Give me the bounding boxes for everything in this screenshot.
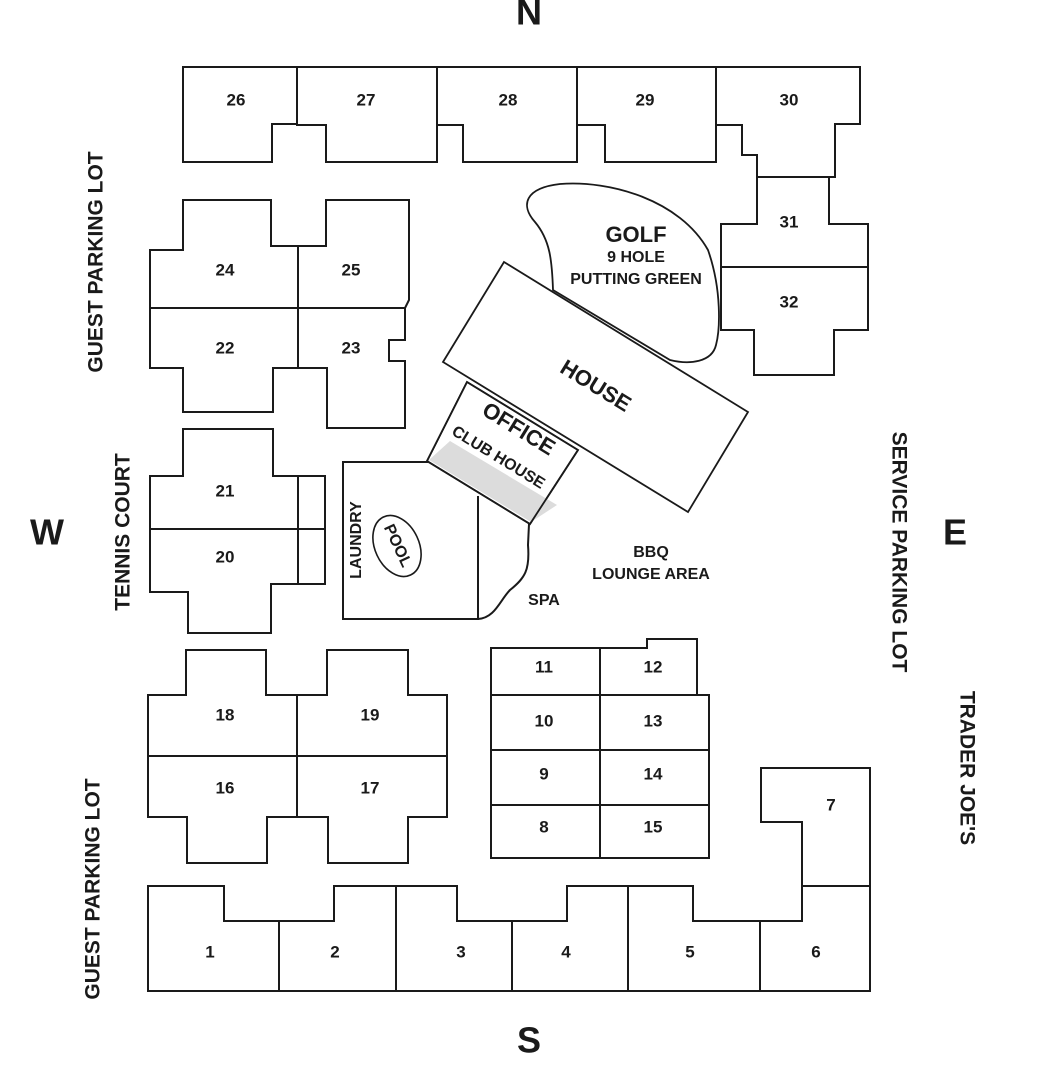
spa-label: SPA (528, 592, 560, 609)
compass-west: W (30, 512, 64, 553)
unit-19[interactable]: 19 (361, 705, 380, 724)
unit-31[interactable]: 31 (780, 212, 799, 231)
compass-east: E (943, 512, 967, 553)
unit-28[interactable]: 28 (499, 90, 518, 109)
pool-shape (372, 514, 422, 578)
compass-south: S (517, 1020, 541, 1061)
unit-6[interactable]: 6 (811, 942, 820, 961)
compass-north: N (516, 0, 542, 33)
house-building (441, 260, 750, 514)
golf-holes-label: 9 HOLE (607, 249, 665, 266)
unit-18[interactable]: 18 (216, 705, 235, 724)
unit-29[interactable]: 29 (636, 90, 655, 109)
unit-9[interactable]: 9 (539, 764, 548, 783)
building-south-row (147, 767, 871, 992)
unit-32[interactable]: 32 (780, 292, 799, 311)
unit-4[interactable]: 4 (561, 942, 571, 961)
guest-parking-south-label: GUEST PARKING LOT (82, 778, 105, 999)
unit-12[interactable]: 12 (644, 657, 663, 676)
unit-23[interactable]: 23 (342, 338, 361, 357)
unit-13[interactable]: 13 (644, 711, 663, 730)
building-20-21 (149, 428, 326, 634)
unit-16[interactable]: 16 (216, 778, 235, 797)
building-8-15 (490, 638, 710, 859)
unit-30[interactable]: 30 (780, 90, 799, 109)
unit-21[interactable]: 21 (216, 481, 235, 500)
unit-7[interactable]: 7 (826, 795, 835, 814)
putting-green-label: PUTTING GREEN (570, 271, 702, 288)
unit-8[interactable]: 8 (539, 817, 548, 836)
golf-label: GOLF (605, 222, 666, 247)
unit-20[interactable]: 20 (216, 547, 235, 566)
building-north-row (182, 66, 861, 178)
building-31-32 (720, 176, 869, 376)
unit-11[interactable]: 11 (535, 657, 553, 676)
lounge-area-label: LOUNGE AREA (592, 566, 710, 583)
unit-3[interactable]: 3 (456, 942, 465, 961)
unit-14[interactable]: 14 (644, 764, 663, 783)
bbq-label: BBQ (633, 544, 669, 561)
unit-25[interactable]: 25 (342, 260, 361, 279)
unit-24[interactable]: 24 (216, 260, 235, 279)
unit-22[interactable]: 22 (216, 338, 235, 357)
service-parking-label: SERVICE PARKING LOT (887, 432, 910, 673)
guest-parking-north-label: GUEST PARKING LOT (85, 151, 108, 372)
unit-15[interactable]: 15 (644, 817, 663, 836)
unit-2[interactable]: 2 (330, 942, 339, 961)
unit-26[interactable]: 26 (227, 90, 246, 109)
office-club-house (425, 380, 580, 526)
building-16-19 (147, 649, 448, 864)
unit-27[interactable]: 27 (357, 90, 376, 109)
golf-putting-green (526, 182, 720, 364)
laundry-pool-area (342, 461, 530, 620)
unit-17[interactable]: 17 (361, 778, 380, 797)
tennis-court-label: TENNIS COURT (112, 453, 135, 611)
building-22-25 (149, 199, 410, 429)
unit-5[interactable]: 5 (685, 942, 694, 961)
trader-joes-label: TRADER JOE'S (955, 691, 978, 845)
laundry-label: LAUNDRY (348, 501, 365, 579)
unit-1[interactable]: 1 (205, 942, 214, 961)
unit-10[interactable]: 10 (535, 711, 554, 730)
